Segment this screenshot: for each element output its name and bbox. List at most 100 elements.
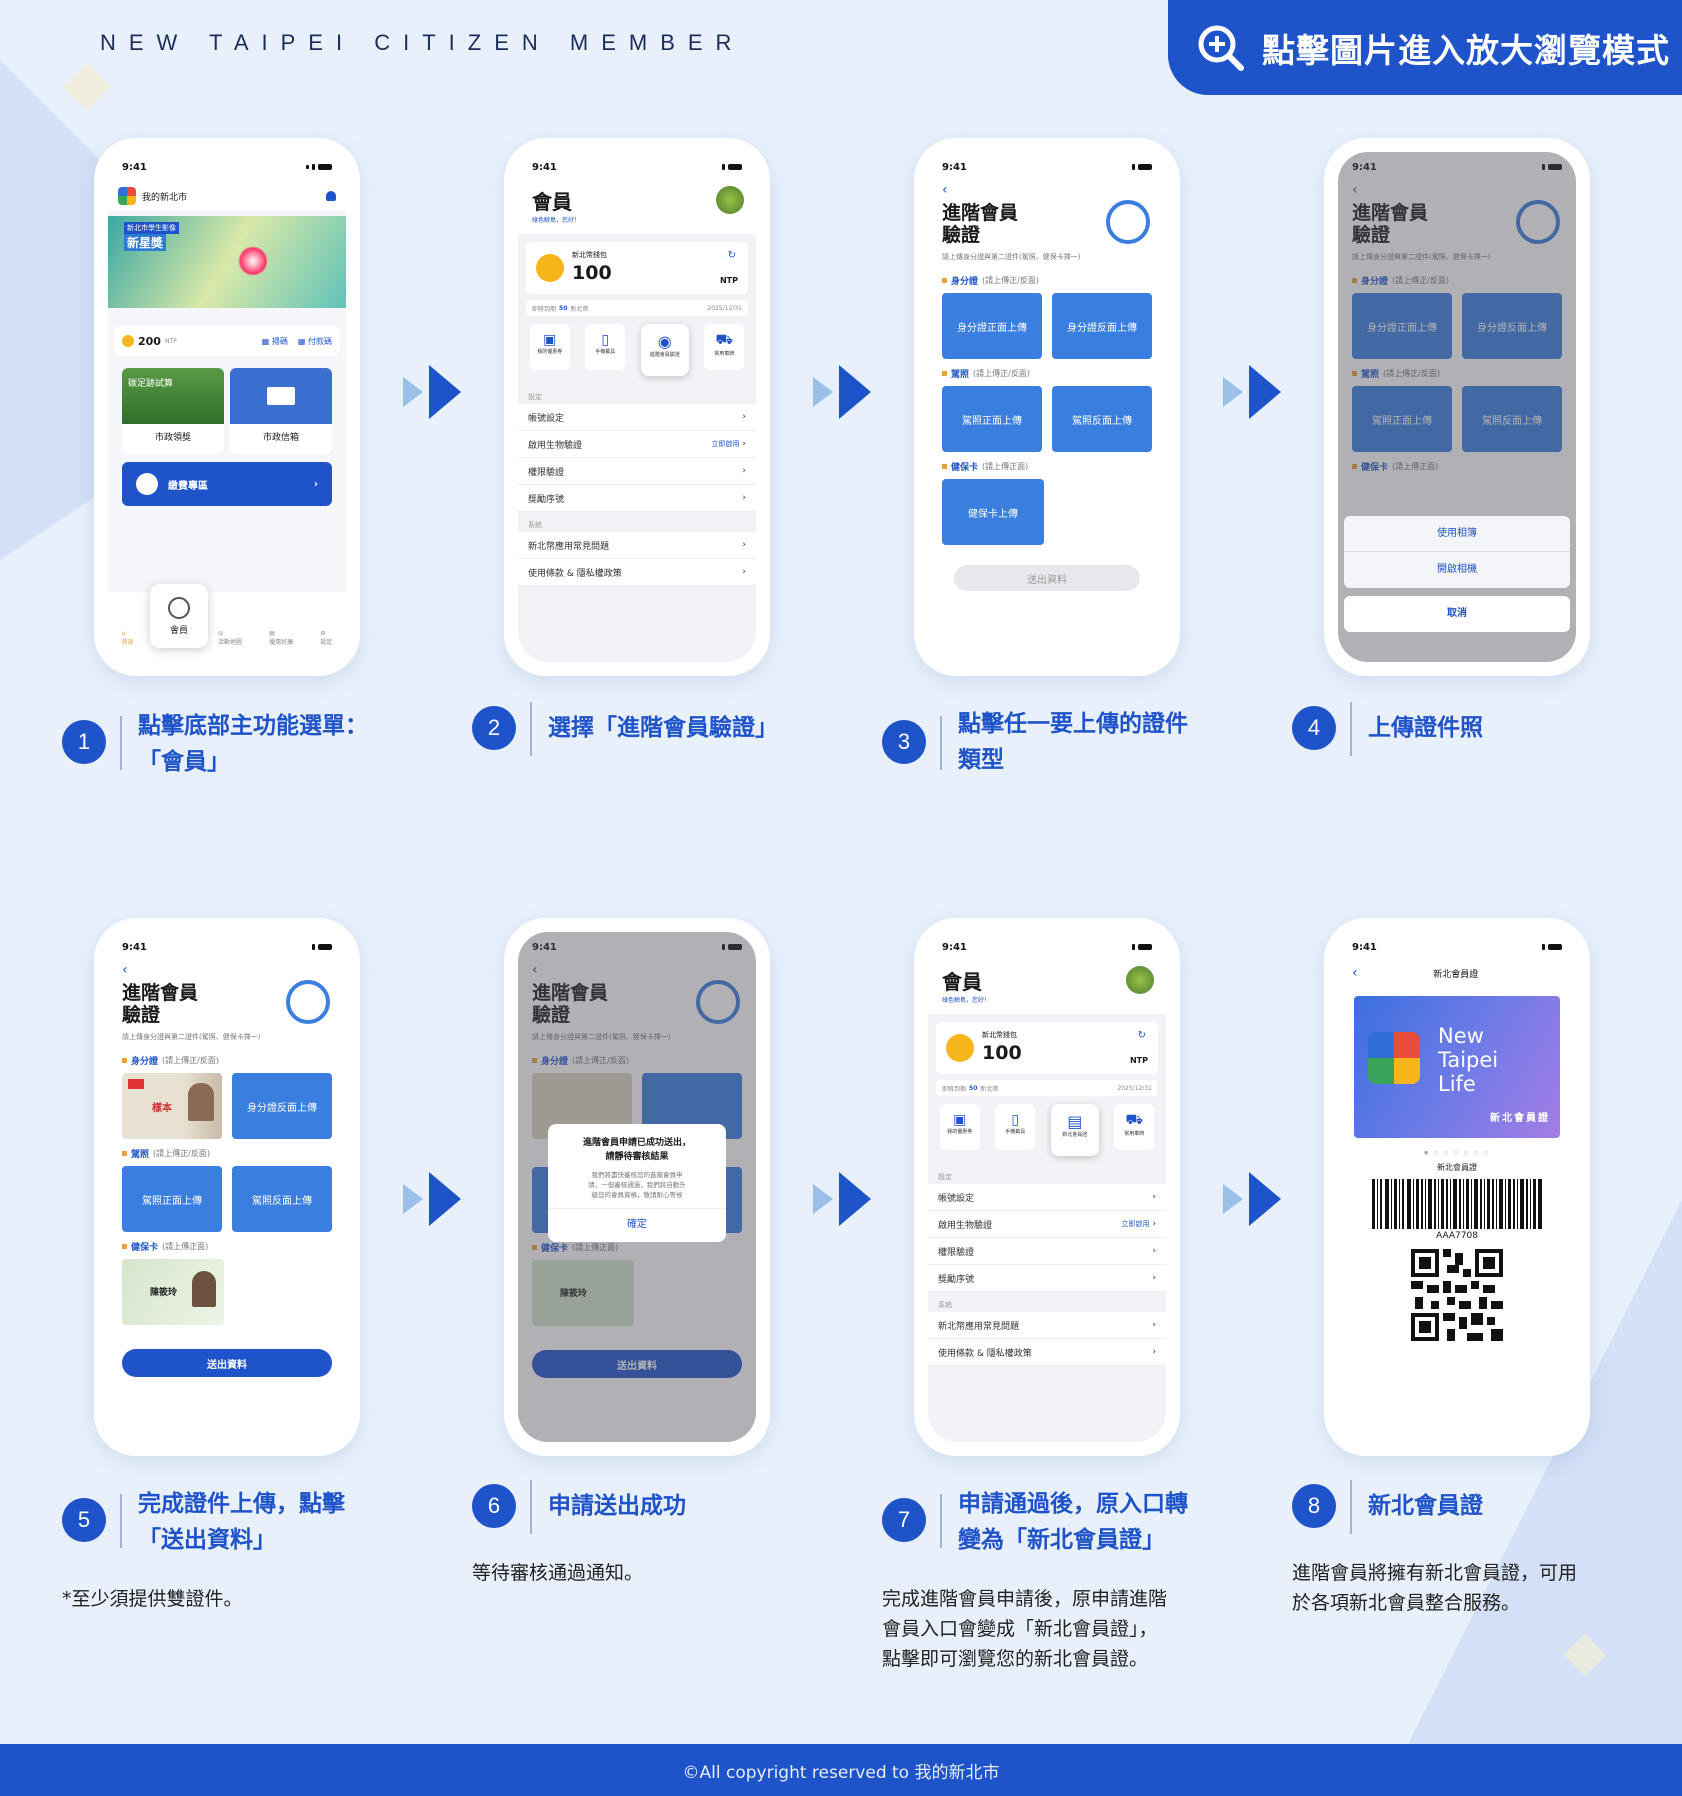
nav-settings[interactable]: ⚙設定 xyxy=(320,630,333,646)
upload-nhi-button[interactable]: 健保卡上傳 xyxy=(942,479,1044,545)
menu-account[interactable]: 帳號設定› xyxy=(518,404,756,431)
menu-faq[interactable]: 新北幣應用常見問題› xyxy=(518,532,756,559)
nav-map[interactable]: ◎活動地圖 xyxy=(217,630,242,646)
menu-biometric[interactable]: 啟用生物驗證立即啟用 › xyxy=(518,431,756,458)
upload-dl-front-button[interactable]: 駕照正面上傳 xyxy=(122,1166,222,1232)
step-5-desc: *至少須提供雙證件。 xyxy=(62,1588,243,1610)
upload-dl-front-button[interactable]: 駕照正面上傳 xyxy=(942,386,1042,452)
id-card-label: 身分證(請上傳正/反面) xyxy=(122,1054,332,1067)
menu-permission[interactable]: 權限驗證› xyxy=(518,458,756,485)
section-system: 系統 xyxy=(928,1292,1166,1312)
avatar[interactable] xyxy=(1126,966,1154,994)
banner-title: 新星獎 xyxy=(124,234,167,251)
wallet-card[interactable]: 新北幣錢包 100 NTP ↻ xyxy=(526,242,748,294)
nav-deals[interactable]: ▤優惠好康 xyxy=(269,630,294,646)
nav-member-tab[interactable]: 會員 xyxy=(150,584,208,648)
avatar[interactable] xyxy=(716,186,744,214)
menu-terms[interactable]: 使用條款 & 隱私權政策› xyxy=(518,559,756,586)
coin-icon xyxy=(946,1034,974,1062)
card-mailbox-label: 市政信箱 xyxy=(262,433,299,443)
menu-account[interactable]: 帳號設定› xyxy=(928,1184,1166,1211)
back-icon[interactable]: ‹ xyxy=(532,962,538,978)
upload-id-back-button[interactable]: 身分證反面上傳 xyxy=(1462,293,1562,359)
upload-dl-back-button[interactable]: 駕照反面上傳 xyxy=(1052,386,1152,452)
scan-button[interactable]: ▦ 掃碼 xyxy=(261,336,288,346)
phone-screen-upload-sheet[interactable]: 9:41 ‹ 進階會員驗證 請上傳身分證與第二證件(駕照、健保卡擇一) 身分證(… xyxy=(1324,138,1590,676)
shortcut-plates[interactable]: ⛟常用車牌 xyxy=(704,324,745,370)
menu-reward-code[interactable]: 獎勵序號› xyxy=(928,1265,1166,1292)
step-divider xyxy=(530,702,532,756)
shortcut-coupons[interactable]: ▣我的優惠券 xyxy=(529,324,570,370)
verify-title-line1: 進階會員 xyxy=(942,202,1019,224)
member-title: 會員 xyxy=(942,970,982,994)
menu-reward-code[interactable]: 獎勵序號› xyxy=(518,485,756,512)
nav-home[interactable]: ⌂首頁 xyxy=(121,630,134,646)
carousel-dots[interactable]: ● ○ ○ ○ ○ ○ ○ xyxy=(1423,1150,1491,1156)
phone-screen-verify[interactable]: 9:41 ‹ 進階會員驗證 請上傳身分證與第二證件(駕照、健保卡擇一) 身分證(… xyxy=(914,138,1180,676)
id-stamp: 樣本 xyxy=(152,1103,172,1114)
shortcut-carrier[interactable]: ▯手機載具 xyxy=(585,324,626,370)
expire-value: 50 xyxy=(559,304,568,312)
upload-id-back-button[interactable]: 身分證反面上傳 xyxy=(1052,293,1152,359)
shortcut-member-card[interactable]: ▤新北會員證 xyxy=(1050,1104,1099,1156)
card-rewards[interactable]: 碳足跡試算 市政領獎 xyxy=(122,368,224,454)
upload-id-front-button[interactable]: 身分證正面上傳 xyxy=(942,293,1042,359)
notification-icon[interactable] xyxy=(326,191,336,201)
shortcut-coupons[interactable]: ▣我的優惠券 xyxy=(939,1104,980,1150)
cancel-button[interactable]: 取消 xyxy=(1344,596,1570,632)
phone-screen-uploaded[interactable]: 9:41 ‹ 進階會員驗證 請上傳身分證與第二證件(駕照、健保卡擇一) 身分證(… xyxy=(94,918,360,1456)
step-2-title: 選擇「進階會員驗證」 xyxy=(548,715,778,741)
card-mailbox[interactable]: 市政信箱 xyxy=(230,368,332,454)
nhi-card-photo[interactable]: 陳筱玲 xyxy=(122,1259,224,1325)
upload-dl-back-button[interactable]: 駕照反面上傳 xyxy=(232,1166,332,1232)
upload-dl-back-button[interactable]: 駕照反面上傳 xyxy=(1462,386,1562,452)
step-number: 7 xyxy=(882,1498,926,1542)
step-8-desc: 進階會員將擁有新北會員證，可用於各項新北會員整合服務。 xyxy=(1292,1562,1578,1614)
shortcut-plates[interactable]: ⛟常用車牌 xyxy=(1114,1104,1155,1150)
menu-permission[interactable]: 權限驗證› xyxy=(928,1238,1166,1265)
wallet-card[interactable]: 新北幣錢包 100 NTP ↻ xyxy=(936,1022,1158,1074)
step-divider xyxy=(1350,1480,1352,1534)
id-front-photo[interactable]: 樣本 xyxy=(122,1073,222,1139)
back-icon[interactable]: ‹ xyxy=(942,182,948,198)
upload-dl-front-button[interactable]: 駕照正面上傳 xyxy=(1352,386,1452,452)
submit-button-disabled[interactable]: 送出資料 xyxy=(954,565,1140,591)
zoom-mode-button[interactable]: 點擊圖片進入放大瀏覽模式 xyxy=(1168,0,1682,95)
refresh-icon[interactable]: ↻ xyxy=(727,250,736,261)
back-icon[interactable]: ‹ xyxy=(122,962,128,978)
barcode-label: 新北會員證 xyxy=(1437,1163,1477,1172)
menu-terms[interactable]: 使用條款 & 隱私權政策› xyxy=(928,1339,1166,1366)
menu-biometric[interactable]: 啟用生物驗證立即啟用 › xyxy=(928,1211,1166,1238)
submit-button[interactable]: 送出資料 xyxy=(122,1349,332,1377)
pay-zone-button[interactable]: 繳費專區› xyxy=(122,462,332,506)
pay-code-button[interactable]: ▦ 付款碼 xyxy=(297,336,332,346)
zoom-in-icon xyxy=(1198,25,1244,71)
expire-value: 50 xyxy=(969,1084,978,1092)
back-icon[interactable]: ‹ xyxy=(1352,965,1358,981)
id-card-label: 身分證(請上傳正/反面) xyxy=(532,1054,742,1067)
barcode xyxy=(1372,1179,1542,1229)
signal-icon xyxy=(312,944,332,950)
upload-id-front-button[interactable]: 身分證正面上傳 xyxy=(1352,293,1452,359)
back-icon[interactable]: ‹ xyxy=(1352,182,1358,198)
upload-id-back-button[interactable]: 身分證反面上傳 xyxy=(232,1073,332,1139)
wallet-label: 新北幣錢包 xyxy=(982,1031,1017,1039)
arrow-icon xyxy=(403,1172,461,1226)
phone-screen-home[interactable]: 9:41 我的新北市 新北市學生影像 新星獎 200 NTP ▦ 掃碼 ▦ 付款… xyxy=(94,138,360,676)
home-banner[interactable]: 新北市學生影像 新星獎 xyxy=(108,216,346,308)
step-6-title: 申請送出成功 xyxy=(548,1493,686,1519)
open-camera-button[interactable]: 開啟相機 xyxy=(1437,564,1477,575)
shortcut-advanced-verify[interactable]: ◉進階會員驗證 xyxy=(640,324,689,376)
menu-faq[interactable]: 新北幣應用常見問題› xyxy=(928,1312,1166,1339)
dialog-confirm-button[interactable]: 確定 xyxy=(548,1208,726,1230)
phone-screen-submitted[interactable]: 9:41 ‹ 進階會員驗證 請上傳身分證與第二證件(駕照、健保卡擇一) 身分證(… xyxy=(504,918,770,1456)
use-album-button[interactable]: 使用相簿 xyxy=(1344,516,1570,552)
shortcut-carrier[interactable]: ▯手機載具 xyxy=(995,1104,1036,1150)
dialog-title: 進階會員申請已成功送出，請靜待審核結果 xyxy=(582,1138,691,1162)
step-number: 2 xyxy=(472,706,516,750)
refresh-icon[interactable]: ↻ xyxy=(1137,1030,1146,1041)
